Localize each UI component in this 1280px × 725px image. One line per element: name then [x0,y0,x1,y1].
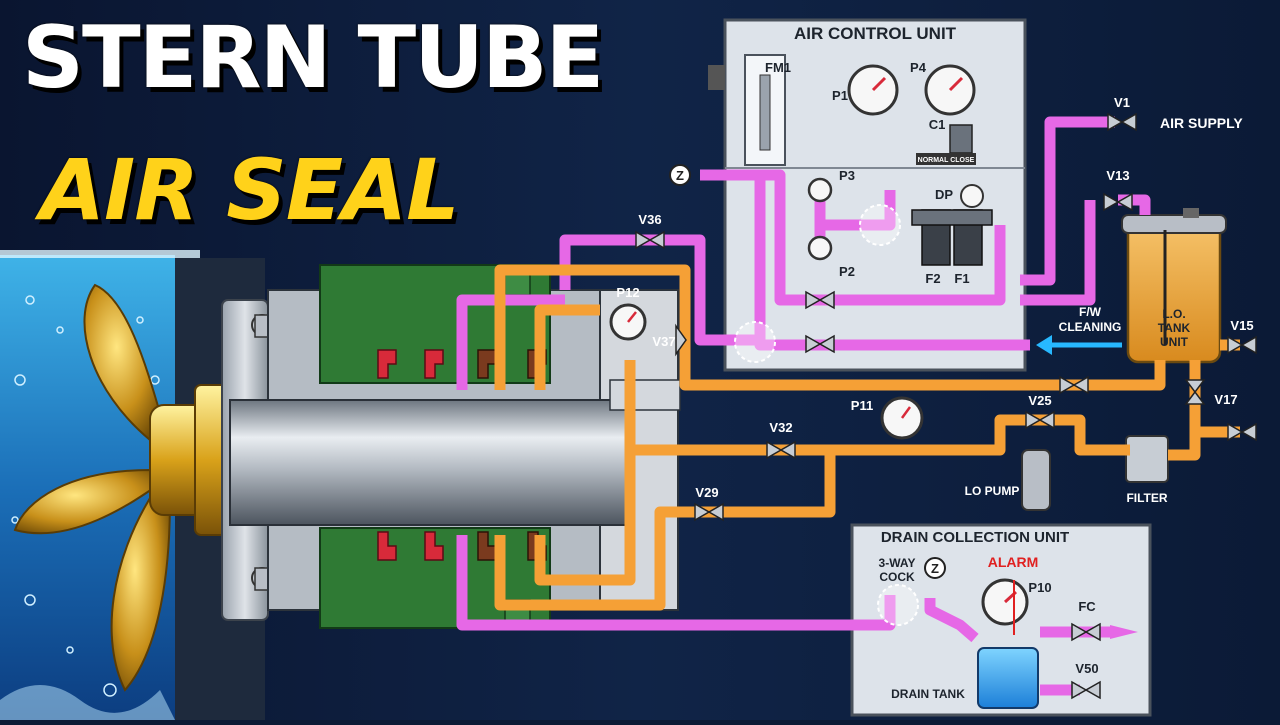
dcu-title: DRAIN COLLECTION UNIT [881,529,1069,546]
acu-f2-label: F2 [925,271,940,286]
air-supply-label: AIR SUPPLY [1160,115,1243,131]
acu-p2-label: P2 [839,264,855,279]
dcu-fc-label: FC [1078,599,1096,614]
fw-cleaning-arrow [1036,335,1122,355]
z-icon-top: Z [669,164,691,186]
filter-label: FILTER [1126,491,1167,505]
v15-label: V15 [1230,318,1253,333]
dcu-alarm-label: ALARM [988,554,1039,570]
dcu-p10-label: P10 [1028,580,1051,595]
v13-label: V13 [1106,168,1129,183]
v29-label: V29 [695,485,718,500]
z-top-label: Z [676,168,684,183]
v1-label: V1 [1114,95,1130,110]
oil-filter [1125,435,1169,483]
v32-label: V32 [769,420,792,435]
fw-cleaning-label-2: CLEANING [1059,320,1122,334]
z-icon-drain: Z [924,557,946,579]
z-drain-label: Z [931,561,939,576]
propeller-shaft [229,399,631,526]
p12-label: P12 [616,285,639,300]
fw-cleaning-label-1: F/W [1079,305,1102,319]
lo-tank-label-2: TANK [1158,321,1191,335]
p11-label: P11 [851,398,873,413]
v37-label: V37 [652,334,675,349]
drain-outlet-arrow [1110,625,1138,639]
v17-label: V17 [1214,392,1237,407]
lo-tank [1121,208,1227,364]
lo-tank-label-1: L.O. [1162,307,1185,321]
title-line-1: STERN TUBE [22,8,604,108]
lo-tank-label-3: UNIT [1160,335,1189,349]
acu-fm1-label: FM1 [765,60,791,75]
acu-dp-label: DP [935,187,953,202]
junction-highlights [734,204,919,626]
acu-p3-label: P3 [839,168,855,183]
acu-f1-label: F1 [954,271,969,286]
v36-label: V36 [638,212,661,227]
title-line-2: AIR SEAL [40,141,460,239]
oil-lines [494,264,1240,611]
acu-normal-close-label: NORMAL CLOSE [918,157,975,164]
dcu-three-way-label-2: COCK [879,570,915,584]
dcu-v50-label: V50 [1075,661,1098,676]
lo-pump [1021,449,1051,511]
acu-c1-label: C1 [929,117,946,132]
valves [635,112,1257,700]
dcu-drain-tank-label: DRAIN TANK [891,687,965,701]
v25-label: V25 [1028,393,1051,408]
gauges [609,177,924,440]
lo-pump-label: LO PUMP [965,484,1020,498]
dcu-three-way-label-1: 3-WAY [879,556,916,570]
acu-title: AIR CONTROL UNIT [794,24,957,43]
acu-p1-label: P1 [832,88,848,103]
acu-p4-label: P4 [910,60,927,75]
